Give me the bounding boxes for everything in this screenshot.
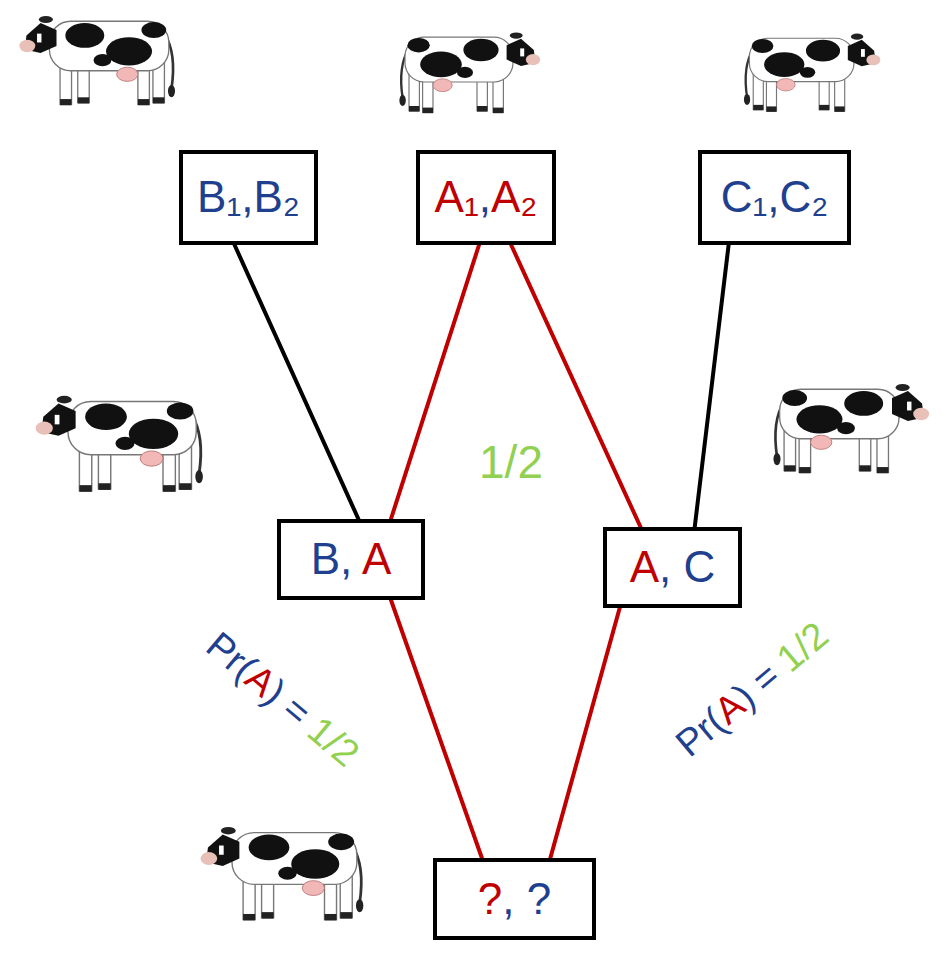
genotype-box: A₁,A₂: [416, 150, 556, 245]
text-glyph: ,: [767, 172, 779, 221]
probability-label: Pr(A) = 1/2: [198, 624, 366, 775]
genotype-box: A, C: [603, 527, 742, 608]
inheritance-line: [391, 245, 479, 519]
text-glyph: ₁: [464, 172, 479, 221]
text-glyph: ?: [478, 874, 502, 923]
text-glyph: ,: [659, 542, 671, 591]
text-glyph: B: [197, 172, 226, 221]
inheritance-line: [391, 600, 482, 858]
text-glyph: C: [721, 172, 753, 221]
genotype-box: ?, ?: [433, 858, 596, 940]
text-glyph: ₂: [811, 172, 828, 221]
text-glyph: [671, 542, 683, 591]
text-glyph: ₁: [752, 172, 767, 221]
text-glyph: ₂: [520, 172, 537, 221]
text-glyph: ₁: [226, 172, 241, 221]
text-glyph: A: [491, 172, 520, 221]
text-glyph: A: [630, 542, 659, 591]
genotype-text: A₁,A₂: [435, 173, 538, 221]
text-glyph: C: [780, 172, 812, 221]
probability-label: Pr(A) = 1/2: [668, 614, 836, 765]
genotype-box: B₁,B₂: [179, 150, 318, 245]
inheritance-line: [550, 608, 619, 858]
text-glyph: [515, 874, 527, 923]
text-glyph: ?: [527, 874, 551, 923]
genotype-text: B₁,B₂: [197, 173, 300, 221]
genotype-box: B, A: [277, 519, 425, 600]
text-glyph: ,: [502, 874, 514, 923]
text-glyph: ,: [241, 172, 253, 221]
text-glyph: B: [311, 534, 340, 583]
text-glyph: ,: [340, 534, 352, 583]
probability-label: 1/2: [479, 437, 543, 488]
text-glyph: A: [435, 172, 464, 221]
text-glyph: ,: [479, 172, 491, 221]
text-glyph: /: [505, 436, 518, 488]
inheritance-line: [511, 245, 640, 527]
genotype-text: C₁,C₂: [721, 173, 829, 221]
text-glyph: C: [684, 542, 716, 591]
genotype-box: C₁,C₂: [698, 150, 851, 245]
genotype-text: A, C: [630, 543, 716, 591]
inheritance-line: [695, 245, 729, 527]
genotype-text: B, A: [311, 535, 392, 583]
inheritance-line: [235, 245, 359, 519]
text-glyph: B: [254, 172, 283, 221]
text-glyph: 1: [479, 436, 505, 488]
genotype-text: ?, ?: [478, 875, 551, 923]
text-glyph: 2: [517, 436, 543, 488]
text-glyph: A: [362, 534, 391, 583]
text-glyph: [352, 534, 362, 583]
text-glyph: ₂: [283, 172, 300, 221]
